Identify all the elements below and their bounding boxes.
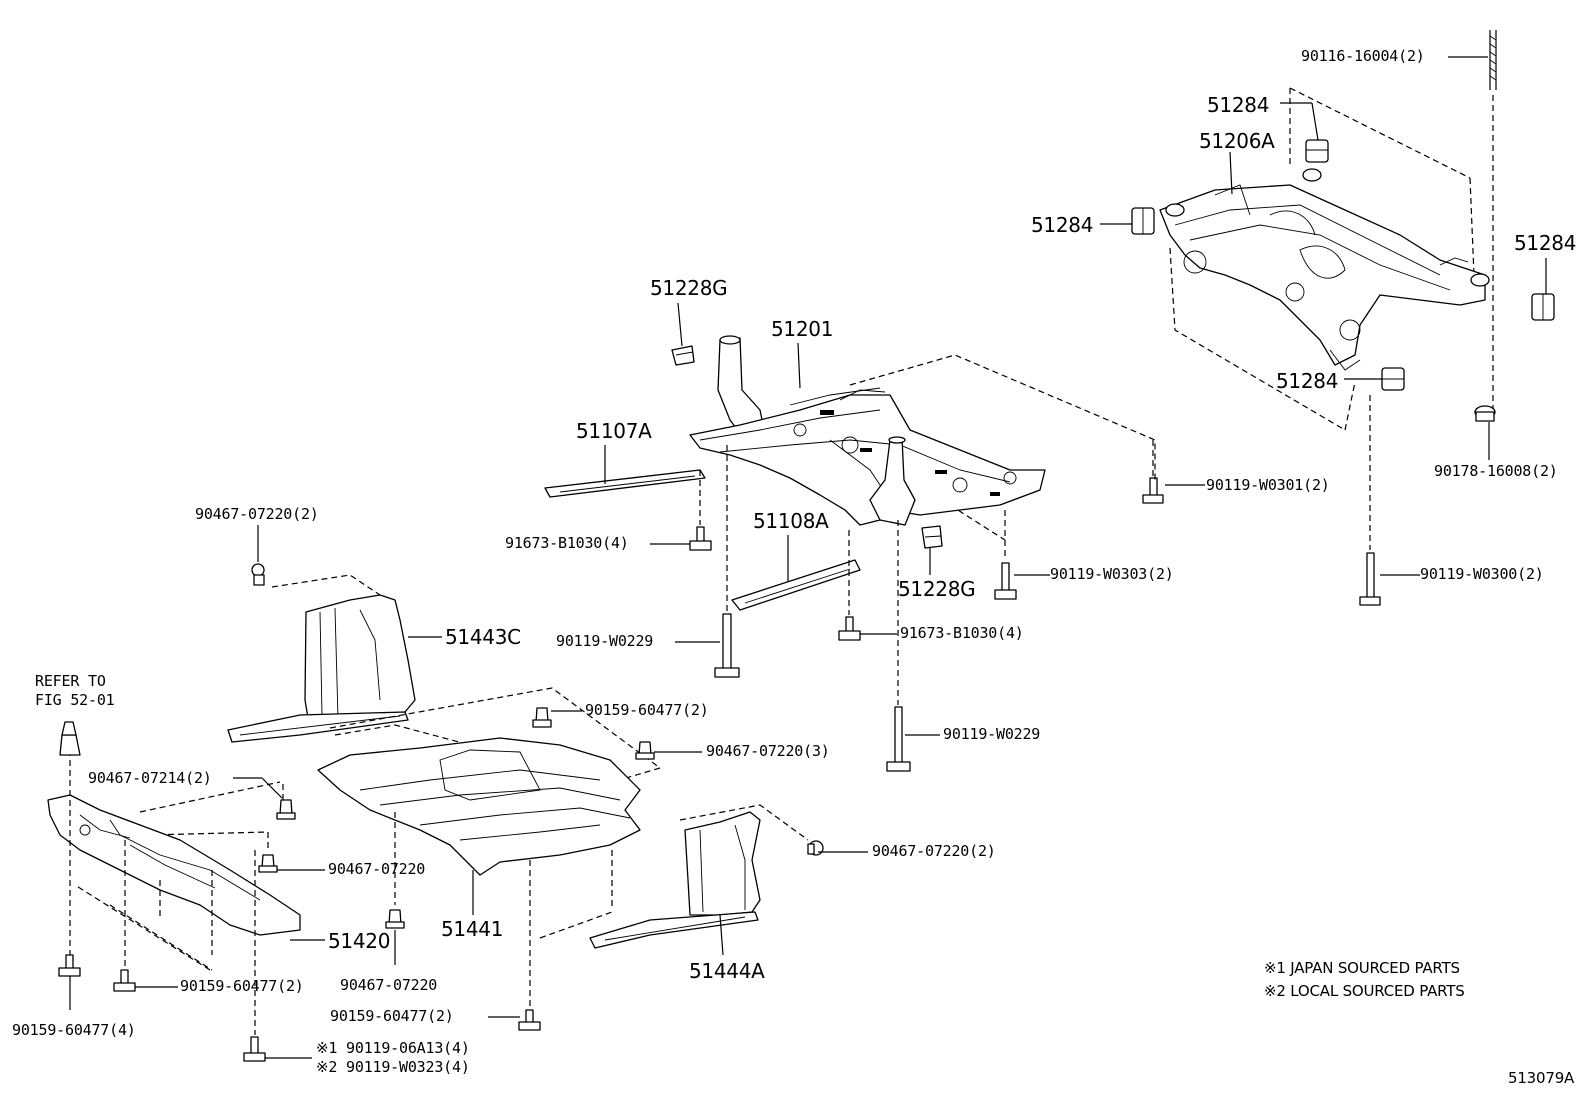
part-label-90467-07220-a: 90467-07220 (328, 860, 426, 878)
part-label-90119-W0229-mid: 90119-W0229 (943, 725, 1041, 743)
leader-lines (69, 56, 1547, 1059)
refer-to-label: REFER TO (35, 672, 106, 690)
cover-51420-drawing (47, 721, 301, 1035)
part-label-90119-W0323: ※2 90119-W0323(4) (316, 1058, 470, 1076)
front-member-drawing (544, 335, 1156, 611)
refer-to-figure-label: FIG 52-01 (35, 691, 115, 709)
figure-id: 513079A (1508, 1069, 1575, 1087)
part-label-51444A: 51444A (689, 959, 765, 983)
part-label-90119-W0303: 90119-W0303(2) (1050, 565, 1174, 583)
cover-51441-drawing (317, 687, 662, 1010)
part-label-51206A: 51206A (1199, 129, 1275, 153)
part-label-90159-60477-4: 90159-60477(4) (12, 1021, 136, 1039)
part-label-90116-16004: 90116-16004(2) (1301, 47, 1425, 65)
part-label-90467-07220-b: 90467-07220 (340, 976, 438, 994)
part-label-91673-B1030-left: 91673-B1030(4) (505, 534, 629, 552)
part-label-51284-right: 51284 (1514, 231, 1577, 255)
part-label-51107A: 51107A (576, 419, 652, 443)
part-label-51284-top: 51284 (1207, 93, 1270, 117)
part-label-90159-60477-2-top: 90159-60477(2) (585, 701, 709, 719)
part-label-90119-W0229-left: 90119-W0229 (556, 632, 654, 650)
part-label-51420: 51420 (328, 929, 391, 953)
part-label-90467-07220-2-right: 90467-07220(2) (872, 842, 996, 860)
part-label-90119-06A13: ※1 90119-06A13(4) (316, 1039, 470, 1057)
part-label-91673-B1030-mid: 91673-B1030(4) (900, 624, 1024, 642)
cover-51443C-drawing (227, 563, 416, 743)
note-local-sourced: ※2 LOCAL SOURCED PARTS (1264, 982, 1465, 1000)
part-label-90467-07220-2-top: 90467-07220(2) (195, 505, 319, 523)
part-label-90467-07214: 90467-07214(2) (88, 769, 212, 787)
part-label-90159-60477-2-bottom: 90159-60477(2) (330, 1007, 454, 1025)
part-label-51284-bottom: 51284 (1276, 369, 1339, 393)
part-label-51201: 51201 (771, 317, 834, 341)
part-label-90119-W0300: 90119-W0300(2) (1420, 565, 1544, 583)
part-label-90467-07220-3: 90467-07220(3) (706, 742, 830, 760)
note-japan-sourced: ※1 JAPAN SOURCED PARTS (1264, 959, 1460, 977)
part-label-51441: 51441 (441, 917, 504, 941)
part-label-51228G-top: 51228G (650, 276, 728, 300)
rear-fasteners (1142, 30, 1497, 606)
part-label-90159-60477-2-left: 90159-60477(2) (180, 977, 304, 995)
cover-fasteners (58, 707, 655, 1062)
rear-member-drawing (1159, 87, 1490, 431)
part-label-90119-W0301: 90119-W0301(2) (1206, 476, 1330, 494)
part-label-51228G-bottom: 51228G (898, 577, 976, 601)
part-label-90178-16008: 90178-16008(2) (1434, 462, 1558, 480)
part-label-51108A: 51108A (753, 509, 829, 533)
bushing-51284-drawings (1131, 139, 1555, 391)
part-label-51443C: 51443C (445, 625, 521, 649)
cover-51444A-drawing (589, 804, 824, 949)
part-label-51284-left: 51284 (1031, 213, 1094, 237)
front-fasteners (689, 445, 1017, 772)
